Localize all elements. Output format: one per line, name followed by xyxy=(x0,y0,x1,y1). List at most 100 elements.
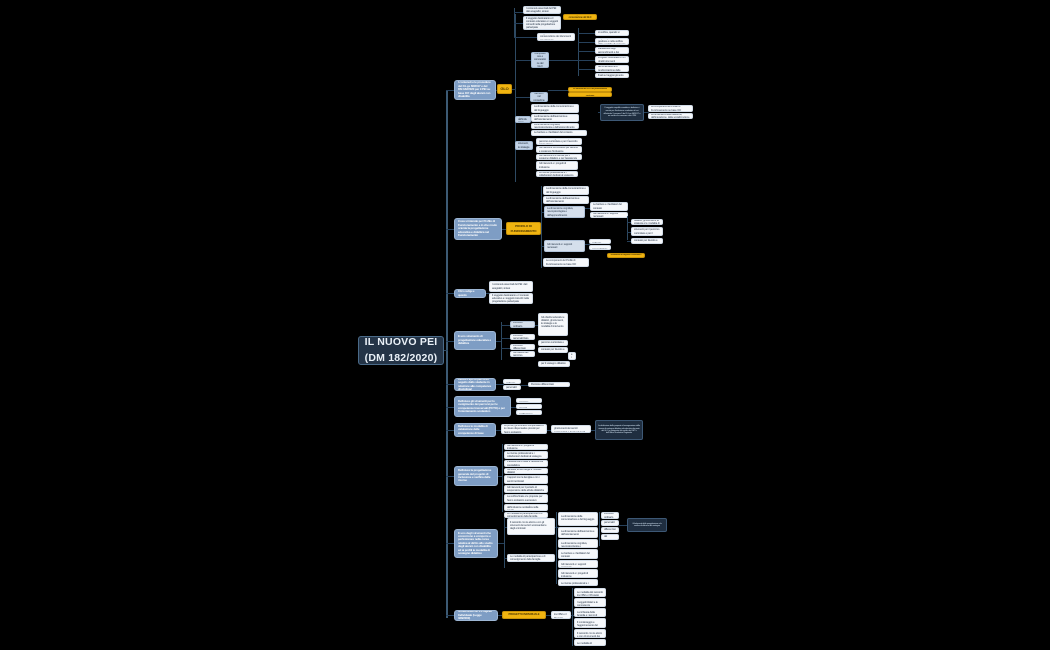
b7-leaf-2[interactable]: Il raccordo con le azioni e con gli stru… xyxy=(551,425,591,433)
glo-lower-leaf-5[interactable]: Le risorse professionali e i collaborato… xyxy=(536,171,578,177)
b9-far-3[interactable]: Percorso differenziato xyxy=(601,527,619,533)
glo-lower-leaf-3[interactable]: Gli interventi e le risorse per il soste… xyxy=(536,154,582,160)
glo-leaf-1[interactable]: I contenuti essenziali del PEI: dati ana… xyxy=(523,6,561,14)
dark-node-capofila[interactable]: Il soggetto capofila coordina e definisc… xyxy=(600,104,644,121)
profilo-leaf-top-2[interactable]: La dimensione dell'autonomia e dell'orie… xyxy=(543,196,589,204)
profilo-right-4[interactable]: Percorso personalizzato xyxy=(589,245,611,250)
glo-right-leaf-5[interactable]: Le modalita di documentazione e rendicon… xyxy=(595,65,629,72)
profilo-subnode-2[interactable]: Gli interventi e i supporti necessari xyxy=(544,240,585,252)
glo-right-leaf-6[interactable]: Le verifiche intermedie e finali sul rag… xyxy=(595,73,629,78)
branch-node-8[interactable]: Definisce la progettazione generale del … xyxy=(454,466,498,486)
profilo-right-1[interactable]: Le barriere e i facilitatori del contest… xyxy=(590,202,628,211)
branch-node-2[interactable]: Cosa si intende per Profilo di Funzionam… xyxy=(454,218,502,240)
b9-leaf-1[interactable]: Il raccordo con le azioni e con gli stru… xyxy=(507,518,555,535)
profilo-far-right-2[interactable]: Gli interventi e gli strumenti per il pe… xyxy=(631,227,663,236)
b9-far-2[interactable]: Percorso personalizzato xyxy=(601,520,619,526)
b3-leaf-1[interactable]: I contenuti essenziali del PEI: dati ana… xyxy=(489,281,533,292)
glo-right-leaf-2[interactable]: Aspetti operativi nella gestione e nella… xyxy=(595,38,629,45)
dark-node-sibling-2[interactable]: Le dimensioni della relazione, dell'inte… xyxy=(648,113,693,119)
glo-mid-leaf-3[interactable]: La dimensione cognitiva, neuropsicologic… xyxy=(531,123,579,129)
b7-leaf-1[interactable]: Le prove, gli strumenti compensativi e l… xyxy=(501,424,547,434)
glo-subnode-composizione[interactable]: Composizione e convocazione del GLO xyxy=(531,52,549,68)
glo-lower-leaf-2[interactable]: Gli interventi sul contesto per favorire… xyxy=(536,146,582,153)
b10-right-4[interactable]: Il monitoraggio e l'aggiornamento del pr… xyxy=(574,618,606,628)
b9-right-3[interactable]: La dimensione cognitiva, neuropsicologic… xyxy=(558,539,598,548)
b9-right-6[interactable]: Gli interventi e i progetti di inclusion… xyxy=(558,569,598,578)
profilo-right-3[interactable]: Percorso ordinario xyxy=(589,239,611,244)
b4-subnode-1[interactable]: Percorso ordinario xyxy=(510,321,535,328)
b4-subnode-4[interactable]: Gli obiettivi del percorso xyxy=(510,351,535,357)
profilo-far-right-3[interactable]: Gli interventi sul contesto per favorire… xyxy=(631,238,663,244)
glo-right-leaf-1[interactable]: Tempi e scadenze: quando si redige, quan… xyxy=(595,30,629,36)
branch-node-10[interactable]: Si raccorda con il Progetto Individuale … xyxy=(454,610,498,621)
b8-leaf-3[interactable]: L'assistenza di base e l'assistenza spec… xyxy=(504,460,548,467)
b9-far-4[interactable]: Gli obiettivi del percorso xyxy=(601,534,619,540)
glo-lower-leaf-4[interactable]: Gli interventi e i progetti di inclusion… xyxy=(536,161,578,170)
b9-leaf-2[interactable]: Le modalita di partecipazione e di coinv… xyxy=(507,554,555,562)
glo-leaf-2[interactable]: Il soggetto destinatario e il contesto e… xyxy=(523,16,561,30)
b4-right-small-3[interactable]: Le attivita e i progetti xyxy=(568,352,576,360)
b5-leaf-3[interactable]: Percorso differenziato xyxy=(528,382,570,387)
b10-right-5[interactable]: Il raccordo con le azioni e con gli stru… xyxy=(574,629,606,638)
branch-node-4[interactable]: E uno strumento di progettazione educati… xyxy=(454,331,496,350)
b9-right-4[interactable]: Le barriere e i facilitatori del contest… xyxy=(558,549,598,559)
branch-node-6[interactable]: Definisce gli strumenti per lo svolgimen… xyxy=(454,396,511,417)
profilo-right-2[interactable]: Gli interventi e i supporti necessari xyxy=(590,212,628,218)
b9-right-2[interactable]: La dimensione dell'autonomia e dell'orie… xyxy=(558,527,598,538)
b8-leaf-5[interactable]: I rapporti con la famiglia e con i servi… xyxy=(504,475,548,484)
profilo-bottom-leaf[interactable]: Le componenti del Profilo di Funzionamen… xyxy=(543,258,589,267)
b9-right-7[interactable]: Le risorse professionali e i collaborato… xyxy=(558,579,598,586)
b8-leaf-2[interactable]: Le risorse professionali e i collaborato… xyxy=(504,451,548,459)
b4-right-small-1[interactable]: Gli interventi e gli strumenti per il pe… xyxy=(538,340,568,346)
b6-leaf-3[interactable]: La valutazione e la certificazione xyxy=(516,410,542,415)
glo-subnode-lower[interactable]: Gli obiettivi educativi e didattici, gli… xyxy=(515,141,533,150)
b8-leaf-4[interactable]: Gli ausili, le tecnologie e i sussidi di… xyxy=(504,468,548,474)
b8-leaf-7[interactable]: La verifica finale e le proposte per l'a… xyxy=(504,494,548,503)
b6-leaf-2[interactable]: Le attivita e i progetti xyxy=(516,404,542,409)
b4-subnode-2[interactable]: Percorso personalizzato xyxy=(510,334,535,340)
badge-profilo-funzionamento[interactable]: PROFILO DI FUNZIONAMENTO xyxy=(506,222,541,235)
profilo-leaf-top-1[interactable]: La dimensione della comunicazione e del … xyxy=(543,186,589,195)
b5-leaf-1[interactable]: Percorso ordinario xyxy=(503,379,521,384)
b6-leaf-1[interactable]: Gli obiettivi del percorso xyxy=(516,398,542,403)
branch-node-7[interactable]: Definisce le modalita di valutazione del… xyxy=(454,423,496,437)
glo-subnode-funzioni[interactable]: Le funzioni del GLO nel procedimento xyxy=(530,92,548,102)
b4-right-cluster[interactable]: Gli obiettivi educativi e didattici, gli… xyxy=(538,313,568,336)
b8-leaf-9[interactable]: Le modalita di partecipazione e di coinv… xyxy=(504,512,548,518)
branch-node-9[interactable]: E uno degli strumenti che concorrono a c… xyxy=(454,529,498,558)
glo-leaf-3[interactable]: La gestione e la conservazione dei docum… xyxy=(537,33,575,41)
branch-node-1[interactable]: I contenuti e le procedure del D.Lgs 66/… xyxy=(454,80,496,100)
glo-subnode-mid[interactable]: La valutazione della qualita dell'inclus… xyxy=(515,116,531,123)
glo-mid-leaf-1[interactable]: La dimensione della comunicazione e del … xyxy=(531,104,579,113)
b4-subnode-3[interactable]: Percorso differenziato xyxy=(510,344,535,350)
b10-right-3[interactable]: La richiesta della famiglia e i tempi di… xyxy=(574,608,606,617)
profilo-far-right-1[interactable]: Gli obiettivi educativi e didattici, gli… xyxy=(631,219,663,225)
b10-leaf-1[interactable]: Le modalita del raccordo tra il PEI e il… xyxy=(551,611,571,619)
badge-ore-sostegno[interactable]: Il GLO e la definizione delle ore di sos… xyxy=(568,92,612,97)
b10-right-2[interactable]: I soggetti titolari e le competenze xyxy=(574,598,606,607)
root-node[interactable]: IL NUOVO PEI (DM 182/2020) xyxy=(358,336,444,365)
badge-funzioni-glo[interactable]: Le funzioni del GLO nel procedimento xyxy=(568,87,612,92)
glo-mid-leaf-4[interactable]: Le barriere e i facilitatori del contest… xyxy=(531,130,587,136)
dark-node-sibling-1[interactable]: Le componenti del Profilo di Funzionamen… xyxy=(648,105,693,112)
b8-leaf-8[interactable]: La valutazione della qualita dell'inclus… xyxy=(504,504,548,511)
b3-leaf-2[interactable]: Il soggetto destinatario e il contesto e… xyxy=(489,293,533,304)
branch-node-3[interactable]: Chi lo redige e quando xyxy=(454,289,486,298)
b9-right-5[interactable]: Gli interventi e i supporti necessari xyxy=(558,560,598,568)
glo-lower-leaf-1[interactable]: Gli interventi e gli strumenti per il pe… xyxy=(536,138,582,145)
glo-right-leaf-4[interactable]: Il raccordo tra il PEI e il Progetto Ind… xyxy=(595,56,629,63)
badge-progetto-individuale[interactable]: PROGETTO INDIVIDUALE xyxy=(502,611,546,619)
b5-leaf-2[interactable]: Percorso personalizzato xyxy=(503,385,521,390)
b10-right-1[interactable]: Le modalita del raccordo tra il PEI e il… xyxy=(574,588,606,597)
badge-composizione-convocazione[interactable]: Composizione e convocazione del GLO xyxy=(563,14,597,20)
dark-node-elementi-progettazione[interactable]: Gli elementi della progettazione e la ve… xyxy=(627,518,667,532)
b8-leaf-1[interactable]: Gli interventi e i progetti di inclusion… xyxy=(504,444,548,450)
b4-bottom-leaf[interactable]: Gli interventi e le risorse per il soste… xyxy=(538,361,570,367)
b9-far-1[interactable]: Percorso ordinario xyxy=(601,512,619,519)
b8-leaf-6[interactable]: Gli interventi per il periodo di sospens… xyxy=(504,485,548,493)
b4-right-small-2[interactable]: Gli interventi sul contesto per favorire… xyxy=(538,347,568,353)
profilo-subnode-1[interactable]: La dimensione cognitiva, neuropsicologic… xyxy=(544,206,585,218)
dark-node-risorse-sostegno[interactable]: La definizione delle proposte di assegna… xyxy=(595,420,643,440)
b10-right-6[interactable]: Le modalita di partecipazione e di coinv… xyxy=(574,639,606,646)
glo-right-leaf-3[interactable]: Modalita e criteri di valutazione degli … xyxy=(595,47,629,54)
